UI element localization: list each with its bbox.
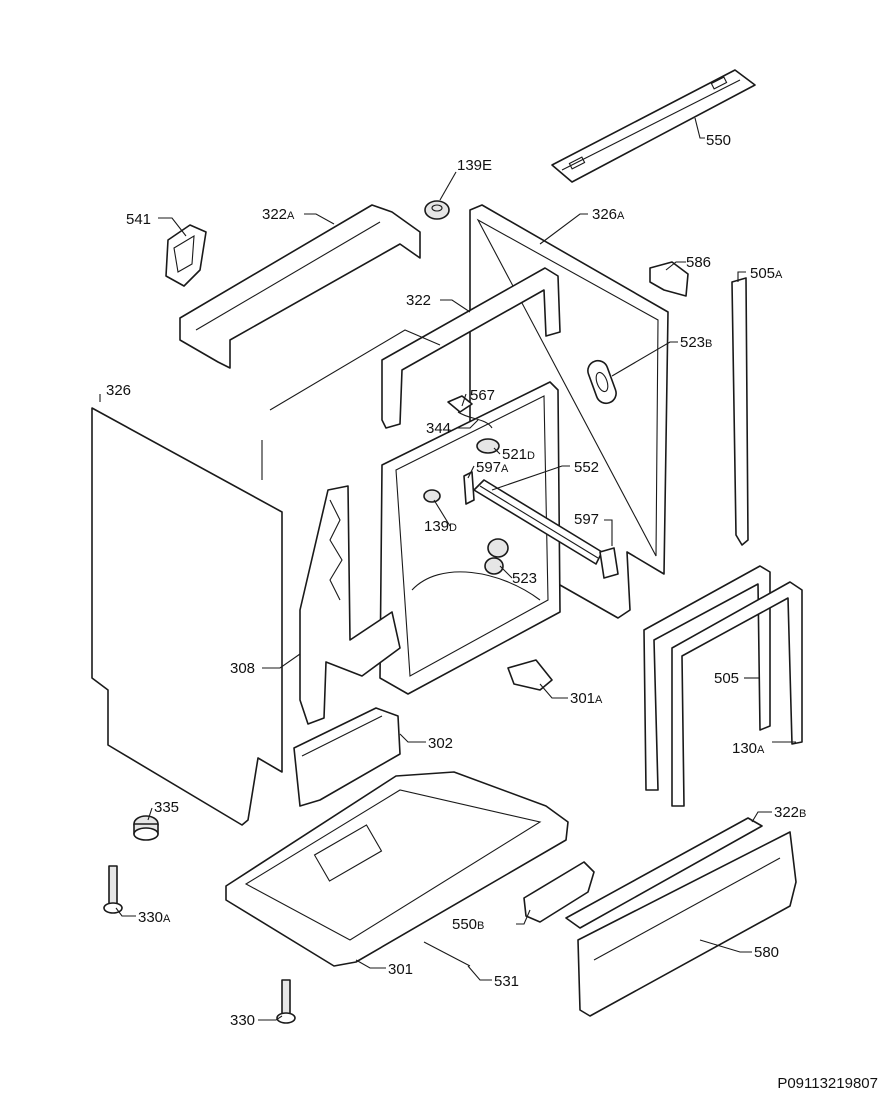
label-505: 505 <box>714 670 739 687</box>
label-326: 326 <box>106 382 131 399</box>
label-597A: 597A <box>476 459 509 476</box>
label-330: 330 <box>230 1012 255 1029</box>
part-567-drawing <box>447 395 493 429</box>
part-139D-drawing <box>423 489 441 503</box>
part-322-drawing <box>381 267 561 429</box>
part-130A-drawing <box>671 581 803 807</box>
label-552: 552 <box>574 459 599 476</box>
part-523-drawing <box>484 538 509 575</box>
label-521D: 521D <box>502 446 535 463</box>
part-597A-drawing <box>463 471 475 505</box>
part-326-drawing <box>91 407 283 826</box>
label-139D: 139D <box>424 518 457 535</box>
label-550: 550 <box>706 132 731 149</box>
part-335-drawing <box>133 815 159 841</box>
part-308-drawing <box>299 485 401 725</box>
part-302-drawing <box>293 707 401 807</box>
part-586-drawing <box>649 261 689 297</box>
part-580-drawing <box>577 831 797 1017</box>
part-521D-drawing <box>476 438 500 454</box>
part-139E-drawing <box>424 200 450 220</box>
part-541-drawing <box>165 224 207 287</box>
label-130A: 130A <box>732 740 765 757</box>
label-335: 335 <box>154 799 179 816</box>
part-330A-drawing <box>103 865 123 914</box>
part-531-drawing <box>423 941 471 967</box>
label-580: 580 <box>754 944 779 961</box>
label-531: 531 <box>494 973 519 990</box>
label-326A: 326A <box>592 206 625 223</box>
tub-outline-drawing <box>261 329 561 695</box>
label-597: 597 <box>574 511 599 528</box>
part-301A-drawing <box>507 659 553 691</box>
part-301-drawing <box>225 771 569 967</box>
label-505A: 505A <box>750 265 783 282</box>
diagram-reference-code: P09113219807 <box>777 1075 878 1092</box>
label-322B: 322B <box>774 804 806 821</box>
label-523: 523 <box>512 570 537 587</box>
part-322B-drawing <box>565 817 763 929</box>
label-301: 301 <box>388 961 413 978</box>
part-322A-drawing <box>179 204 421 369</box>
label-308: 308 <box>230 660 255 677</box>
part-330-drawing <box>276 979 296 1024</box>
label-541: 541 <box>126 211 151 228</box>
label-330A: 330A <box>138 909 171 926</box>
label-302: 302 <box>428 735 453 752</box>
label-523B: 523B <box>680 334 712 351</box>
part-labels: 550 139E 541 322A 326A 586 505A 322 523B… <box>106 132 806 1029</box>
label-567: 567 <box>470 387 495 404</box>
part-505A-drawing <box>731 277 749 546</box>
leader-lines <box>99 117 796 1021</box>
part-597-drawing <box>599 547 619 579</box>
part-505-drawing <box>643 565 771 791</box>
label-322: 322 <box>406 292 431 309</box>
part-523B-drawing <box>587 359 617 405</box>
label-301A: 301A <box>570 690 603 707</box>
label-139E: 139E <box>457 157 492 174</box>
label-344: 344 <box>426 420 451 437</box>
part-550-drawing <box>551 69 756 183</box>
label-322A: 322A <box>262 206 295 223</box>
part-550B-drawing <box>523 861 595 923</box>
label-586: 586 <box>686 254 711 271</box>
label-550B: 550B <box>452 916 484 933</box>
